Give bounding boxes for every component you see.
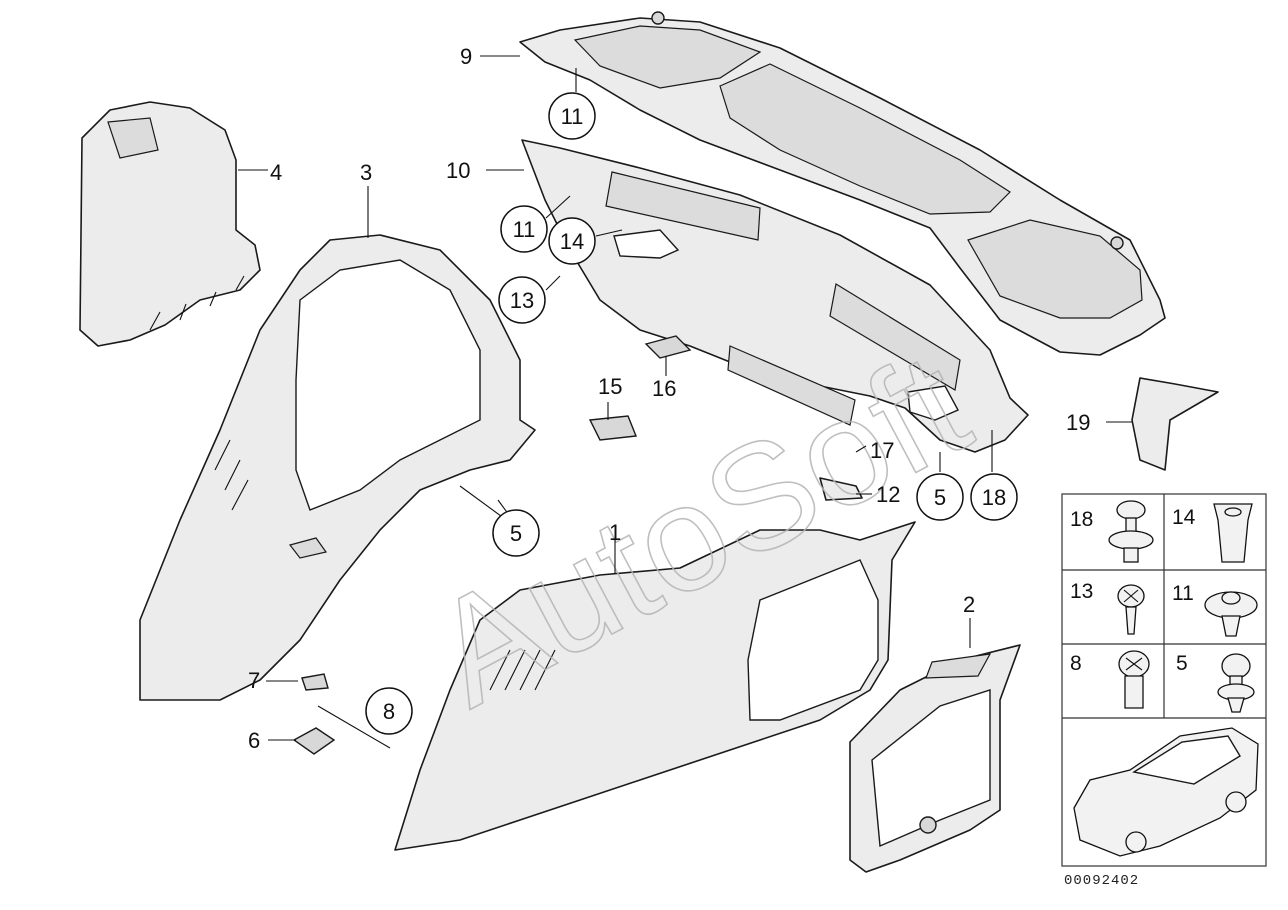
legend-label-14: 14: [1172, 506, 1196, 529]
part-9-parcel-shelf[interactable]: [519, 11, 1166, 356]
callout-10: 10: [446, 158, 470, 183]
callout-4: 4: [270, 160, 282, 185]
callout-14: 14: [548, 217, 596, 265]
part-16-cap[interactable]: [644, 335, 692, 359]
fastener-legend: 18 14 13 11 8 5: [1061, 493, 1267, 867]
part-15-clip[interactable]: [588, 415, 637, 441]
callout-12: 12: [876, 482, 900, 507]
callout-14-label: 14: [560, 229, 584, 254]
callout-9: 9: [460, 44, 472, 69]
callout-8: 8: [365, 687, 413, 735]
callout-18: 18: [970, 473, 1018, 521]
callout-2: 2: [963, 592, 975, 617]
callout-1: 1: [609, 520, 621, 545]
trim-handle-recess: [613, 229, 680, 259]
part-12-cover[interactable]: [819, 477, 863, 501]
callout-17: 17: [870, 438, 894, 463]
drawing-code: 00092402: [1064, 873, 1139, 889]
callout-11-mid: 11: [500, 205, 548, 253]
part-19-bracket[interactable]: [1131, 377, 1219, 471]
fastener-8-icon: [1118, 650, 1150, 709]
fastener-18-icon: [1108, 500, 1154, 563]
part-3-left-trunk-trim[interactable]: [139, 234, 536, 701]
fastener-5-icon: [1217, 653, 1255, 713]
callout-13: 13: [498, 276, 546, 324]
part-1-right-trunk-trim[interactable]: [394, 521, 916, 851]
panel-handle: [925, 653, 992, 679]
trim-slot: [288, 537, 328, 559]
trim-recess: [605, 171, 761, 241]
part-7-plug[interactable]: [301, 673, 329, 691]
panel-lock: [919, 816, 937, 834]
callout-16: 16: [652, 376, 676, 401]
trim-recess: [829, 283, 961, 391]
part-4-side-cover[interactable]: [79, 101, 261, 347]
legend-label-13: 13: [1070, 580, 1093, 603]
callout-5-right-label: 5: [934, 485, 946, 510]
callout-19: 19: [1066, 410, 1090, 435]
callout-5-right: 5: [916, 473, 964, 521]
callout-15: 15: [598, 374, 622, 399]
callout-8-label: 8: [383, 699, 395, 724]
callout-5-left: 5: [492, 509, 540, 557]
part-6-clip[interactable]: [292, 727, 336, 755]
callout-3: 3: [360, 160, 372, 185]
legend-label-11: 11: [1172, 582, 1194, 605]
fastener-14-icon: [1213, 503, 1253, 563]
callout-11-top-label: 11: [561, 104, 584, 129]
fastener-11-icon: [1204, 591, 1258, 637]
callout-6: 6: [248, 728, 260, 753]
part-2-rear-panel[interactable]: [849, 644, 1021, 873]
vehicle-sketch: [1073, 727, 1259, 857]
callout-13-label: 13: [510, 288, 534, 313]
callout-11-top: 11: [548, 92, 596, 140]
part-10-lid-trim-panel[interactable]: [521, 139, 1029, 453]
fastener-13-icon: [1117, 584, 1145, 635]
callout-11-mid-label: 11: [513, 217, 536, 242]
trim-recess: [727, 345, 856, 426]
callout-5-left-label: 5: [510, 521, 522, 546]
callout-18-label: 18: [982, 485, 1006, 510]
shelf-clip: [651, 11, 665, 25]
legend-label-8: 8: [1070, 652, 1082, 675]
shelf-clip: [1110, 236, 1124, 250]
trim-handle-recess: [907, 385, 959, 421]
callout-7: 7: [248, 668, 260, 693]
legend-label-5: 5: [1176, 652, 1188, 675]
legend-label-18: 18: [1070, 508, 1093, 531]
